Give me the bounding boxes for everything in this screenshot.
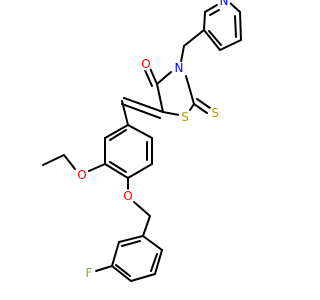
bond — [209, 9, 220, 16]
bond — [234, 15, 237, 38]
central-benzene-ring — [104, 124, 153, 179]
bond — [121, 100, 129, 126]
bond — [121, 240, 141, 247]
atom-label-background — [121, 189, 135, 203]
atom-f: F — [86, 266, 93, 280]
bond — [127, 124, 153, 139]
bond — [142, 235, 163, 251]
bond — [180, 45, 185, 63]
bond — [203, 11, 206, 31]
atom-o-ethoxy: O — [77, 168, 86, 182]
bond — [156, 83, 164, 113]
bond — [203, 29, 221, 51]
bond — [204, 4, 218, 13]
bond — [130, 273, 156, 282]
pyridylmethyl-group — [180, 2, 242, 63]
atom-labels: O N S S N O O F — [75, 0, 231, 280]
bond — [239, 11, 242, 41]
atom-label-background — [82, 266, 96, 280]
bond — [185, 75, 195, 105]
bond — [162, 111, 180, 116]
bond — [109, 129, 127, 141]
atom-o-ether: O — [123, 189, 132, 203]
atom-label-background — [178, 110, 192, 124]
atom-label-background — [217, 0, 231, 8]
bond — [42, 154, 65, 166]
bond — [148, 65, 158, 85]
bond — [118, 235, 144, 243]
bond — [189, 103, 195, 111]
atom-n-ring: N — [175, 61, 184, 75]
bond — [219, 39, 242, 51]
bond — [104, 163, 129, 179]
bond — [95, 265, 113, 272]
atom-label-background — [139, 57, 153, 71]
thiazolidinone-ring — [143, 65, 211, 116]
bond — [142, 215, 151, 237]
bond — [111, 265, 132, 282]
molecule-diagram: O N S S N O O F — [42, 0, 242, 282]
bond — [127, 163, 153, 179]
atom-n-pyridine: N — [220, 0, 229, 8]
atom-o-carbonyl: O — [141, 57, 150, 71]
bond — [121, 103, 161, 119]
bond — [109, 161, 127, 173]
atom-s-thione: S — [211, 106, 219, 120]
bond — [154, 249, 163, 275]
atom-s-ring: S — [181, 110, 189, 124]
fluorophenyl-ring — [95, 235, 163, 282]
bond — [193, 103, 208, 114]
bond — [104, 124, 129, 139]
bond — [123, 97, 164, 113]
ethoxy-group — [42, 154, 106, 172]
bond — [115, 264, 131, 277]
bond — [208, 30, 222, 46]
bond — [111, 241, 120, 267]
bond — [150, 253, 158, 272]
bond — [229, 2, 241, 13]
bond — [156, 71, 172, 85]
bond — [63, 154, 76, 170]
atom-label-background — [75, 168, 89, 182]
bond — [88, 163, 106, 172]
atom-label-background — [172, 61, 186, 75]
bond — [196, 98, 211, 109]
bond — [183, 29, 205, 47]
benzylidene-bridge — [121, 97, 164, 126]
bond — [143, 67, 153, 87]
atom-label-background — [208, 106, 222, 120]
benzyloxy-group — [127, 177, 151, 237]
molecule-structure: O N S S N O O F — [42, 0, 242, 282]
bond — [133, 201, 151, 217]
